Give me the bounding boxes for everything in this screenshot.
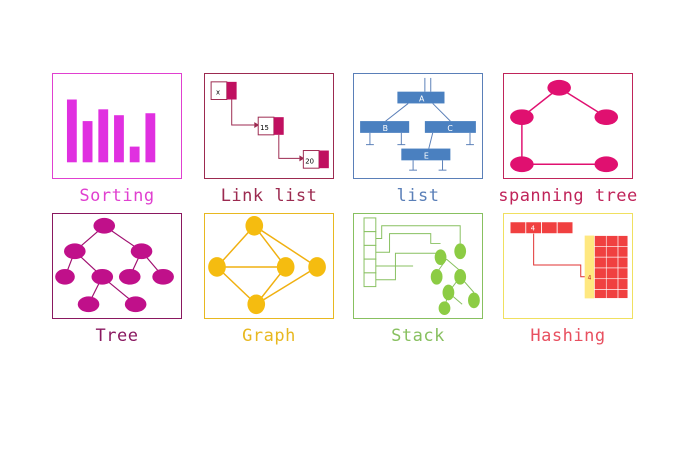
tile-stack[interactable] (353, 213, 483, 319)
tile-label-stack: Stack (391, 326, 445, 346)
spanning-tree-icon (510, 79, 619, 173)
tile-spanning-tree[interactable] (503, 73, 633, 179)
link-node-20: 20 (305, 157, 314, 165)
tile-link-list[interactable]: x 15 20 (204, 73, 334, 179)
tile-graph[interactable] (204, 213, 334, 319)
list-node-e: E (424, 151, 429, 160)
link-node-x: x (216, 89, 220, 97)
sorting-icon (66, 99, 156, 163)
stack-icon (363, 217, 480, 316)
tile-label-graph: Graph (242, 326, 296, 346)
tile-label-hashing: Hashing (530, 326, 606, 346)
hashing-icon: 4 4 (509, 221, 629, 299)
list-diagram-icon: A B C E (360, 77, 476, 171)
tile-label-list: list (396, 186, 440, 206)
tile-label-spanning-tree: spanning tree (498, 186, 638, 206)
list-node-a: A (419, 94, 425, 103)
tree-icon (55, 217, 174, 313)
tile-tree[interactable] (52, 213, 182, 319)
tile-list[interactable]: A B C E (353, 73, 483, 179)
hash-slot: 4 (588, 276, 592, 282)
tile-label-link-list: Link list (220, 186, 318, 206)
tile-hashing[interactable]: 4 4 (503, 213, 633, 319)
tile-sorting[interactable] (52, 73, 182, 179)
list-node-b: B (383, 124, 388, 133)
list-node-c: C (447, 124, 453, 133)
hash-key: 4 (531, 225, 535, 233)
tile-label-sorting: Sorting (79, 186, 155, 206)
graph-icon (208, 215, 326, 315)
tile-label-tree: Tree (95, 326, 139, 346)
linked-list-icon: x 15 20 (210, 81, 329, 169)
link-node-15: 15 (260, 124, 269, 132)
